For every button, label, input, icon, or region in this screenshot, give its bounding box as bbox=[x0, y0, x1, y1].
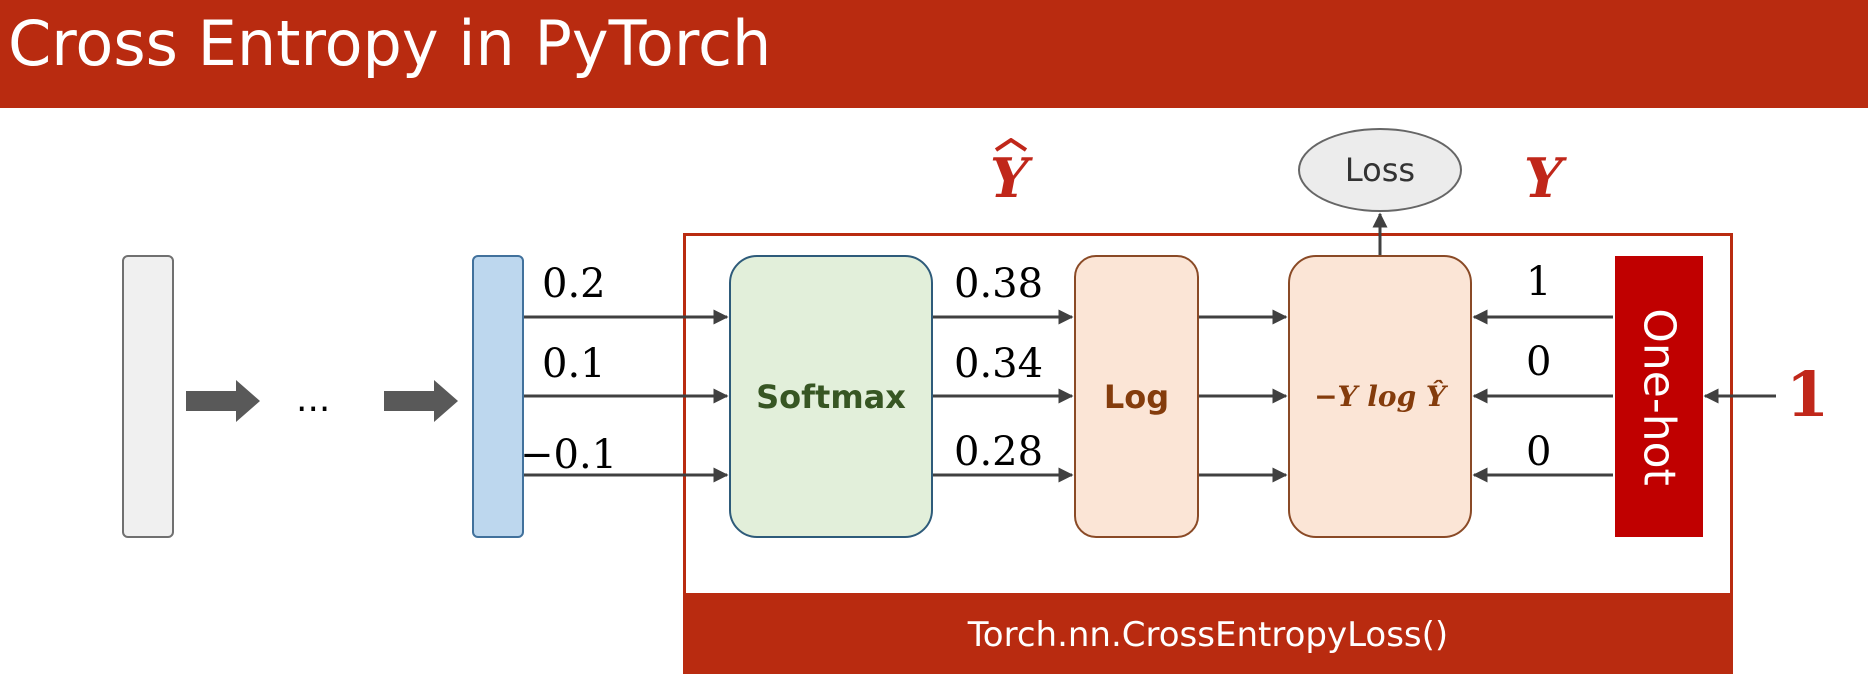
input-vector bbox=[122, 255, 174, 538]
probability-value: 0.28 bbox=[954, 429, 1044, 475]
one-hot-block: One-hot bbox=[1615, 256, 1703, 537]
logit-value: 0.2 bbox=[542, 261, 606, 307]
loss-label: Loss bbox=[1344, 151, 1416, 189]
target-value: 0 bbox=[1526, 429, 1552, 475]
log-block: Log bbox=[1074, 255, 1199, 538]
logit-vector bbox=[472, 255, 524, 538]
softmax-label: Softmax bbox=[756, 377, 906, 416]
probability-value: 0.38 bbox=[954, 261, 1044, 307]
page-title: Cross Entropy in PyTorch bbox=[8, 7, 772, 80]
class-index-value: 1 bbox=[1786, 358, 1830, 431]
cross-entropy-module-label: Torch.nn.CrossEntropyLoss() bbox=[683, 596, 1733, 674]
prediction-symbol: Y bbox=[990, 146, 1029, 210]
block-arrow-2 bbox=[384, 380, 458, 422]
one-hot-label: One-hot bbox=[1633, 307, 1685, 486]
probability-value: 0.34 bbox=[954, 341, 1044, 387]
logit-value: 0.1 bbox=[542, 341, 606, 387]
logit-value: −0.1 bbox=[520, 432, 618, 478]
target-value: 0 bbox=[1526, 339, 1552, 385]
title-bar: Cross Entropy in PyTorch bbox=[0, 0, 1868, 108]
ellipsis: ... bbox=[296, 379, 331, 420]
loss-node: Loss bbox=[1298, 128, 1462, 212]
hat-accent-icon bbox=[994, 138, 1028, 152]
target-symbol: Y bbox=[1524, 146, 1563, 210]
cross-entropy-frame bbox=[683, 233, 1733, 596]
softmax-block: Softmax bbox=[729, 255, 933, 538]
loss-formula-block: −Y log Ŷ bbox=[1288, 255, 1472, 538]
loss-formula: −Y log Ŷ bbox=[1314, 380, 1446, 413]
log-label: Log bbox=[1103, 377, 1170, 416]
target-value: 1 bbox=[1526, 259, 1552, 305]
block-arrow-1 bbox=[186, 380, 260, 422]
